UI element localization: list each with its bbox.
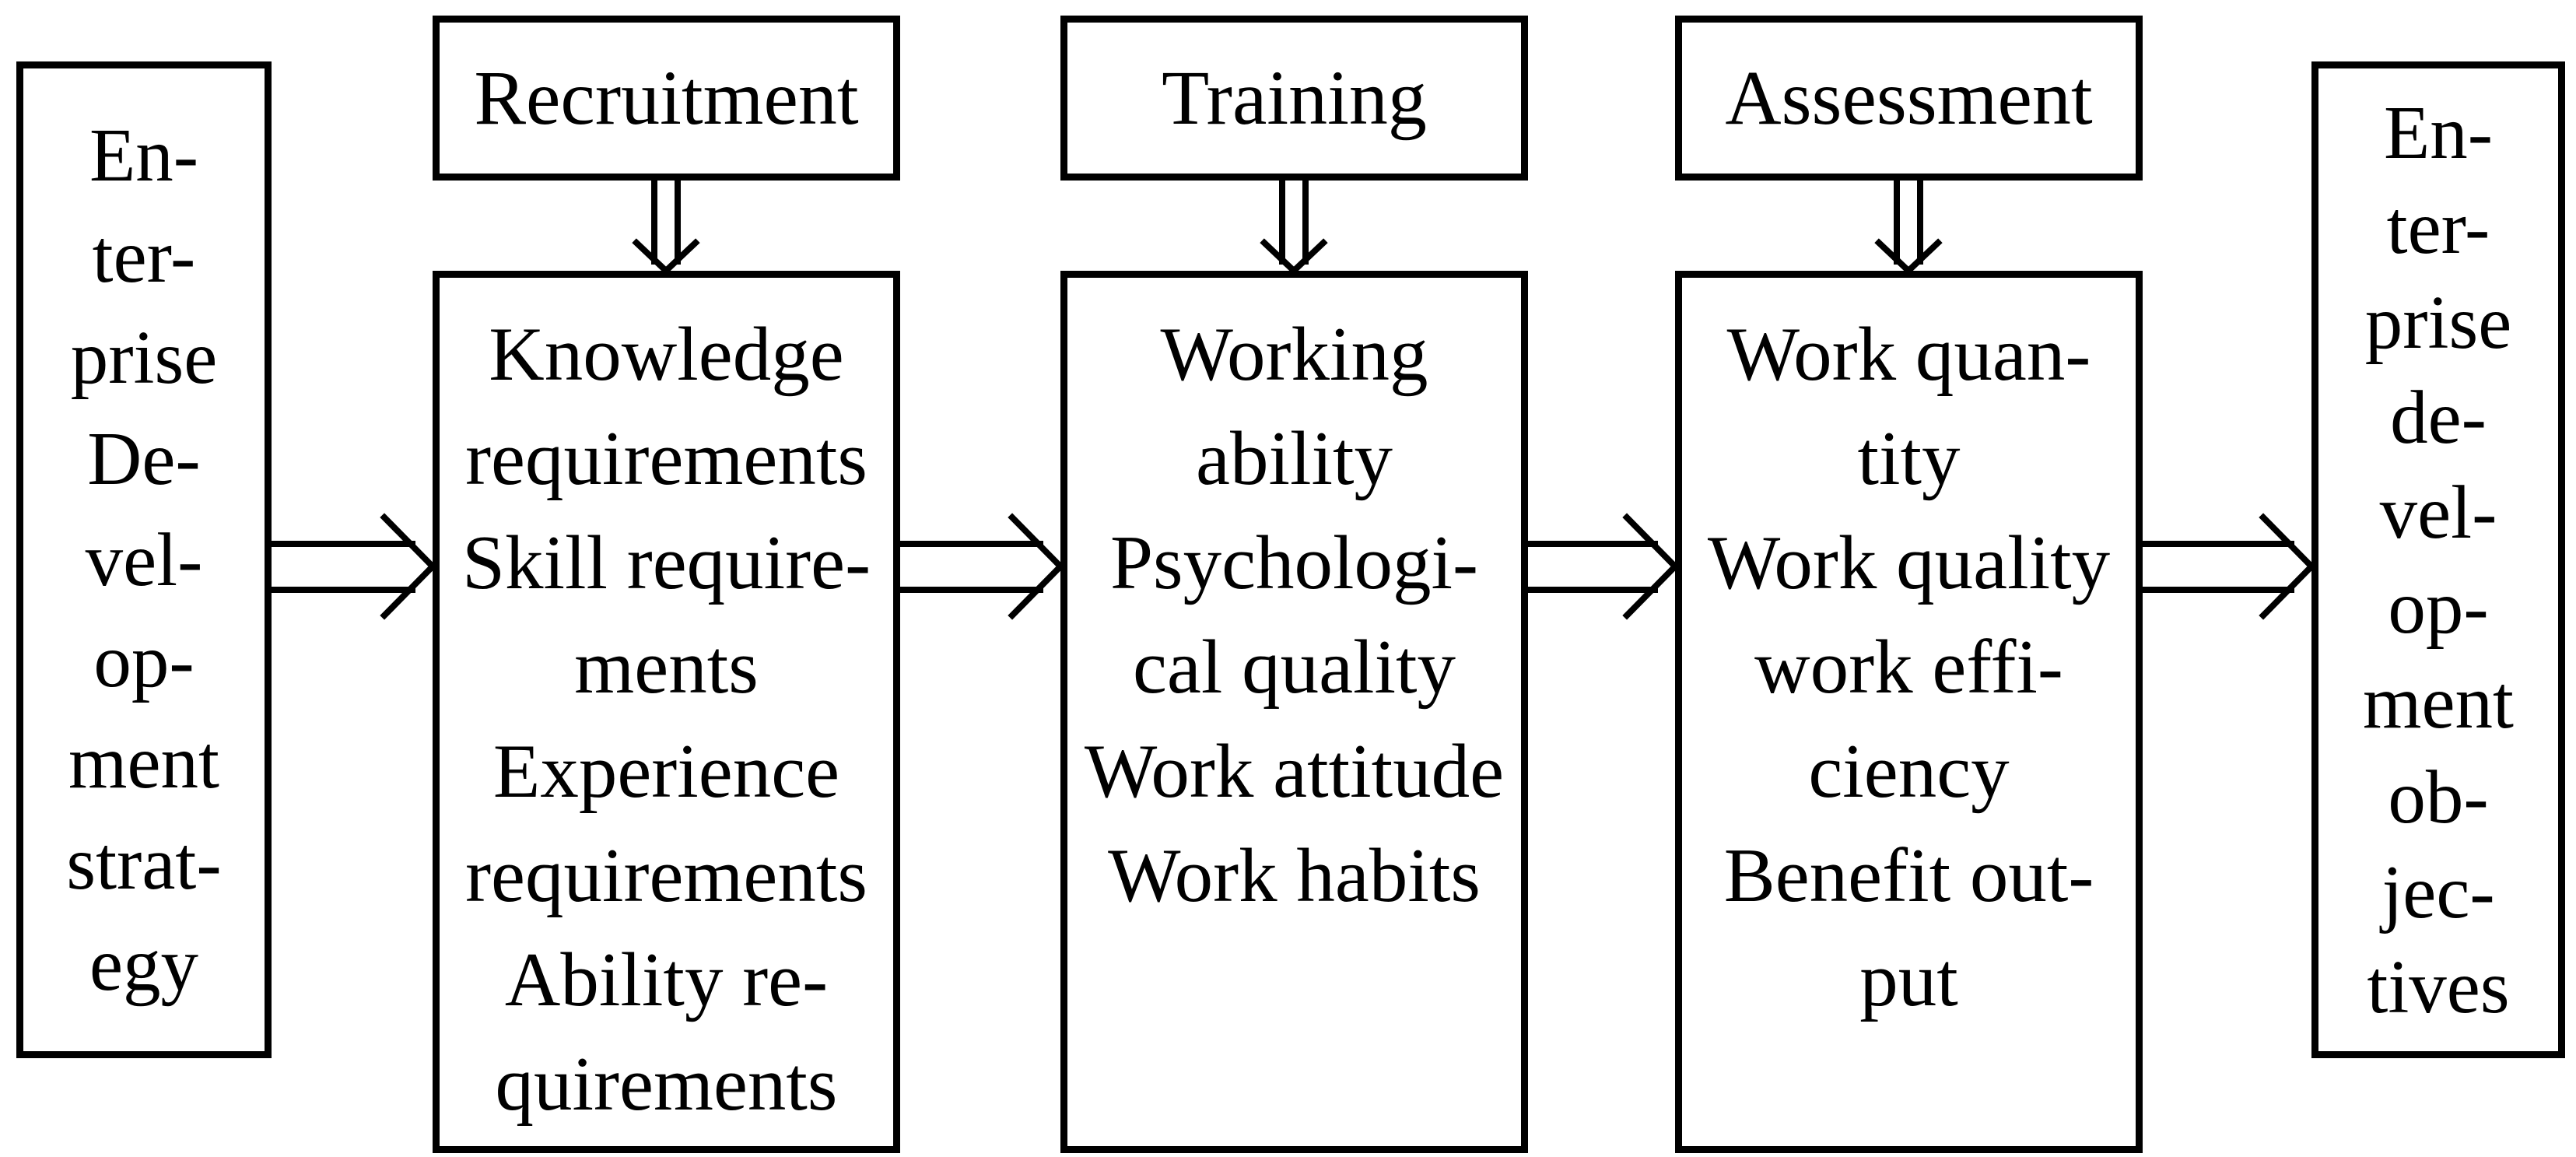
assessment-header-box: Assessment (1675, 16, 2143, 181)
training-header-box: Training (1060, 16, 1528, 181)
box-line: requirements (465, 833, 867, 918)
box-line: tity (1857, 416, 1961, 501)
header-label: Assessment (1725, 54, 2093, 141)
box-line: Experience (492, 729, 840, 814)
arrow-right-icon (897, 513, 1065, 620)
box-line: En- (89, 113, 199, 197)
box-line: op- (2388, 565, 2489, 649)
box-line: Work quality (1707, 521, 2111, 605)
box-line: work effi- (1754, 625, 2063, 710)
enterprise-development-strategy-box: En- ter- prise De- vel- op- ment strat- … (16, 61, 272, 1058)
box-line: ter- (92, 214, 196, 298)
box-line: En- (2383, 90, 2494, 174)
box-line: ciency (1808, 729, 2010, 814)
box-line: de- (2390, 375, 2487, 459)
box-line: requirements (465, 416, 867, 501)
box-line: ment (68, 720, 219, 804)
arrow-right-icon (2140, 513, 2316, 620)
box-line: quirements (495, 1042, 838, 1127)
box-line: vel- (2379, 470, 2497, 554)
box-line: Work quan- (1726, 312, 2091, 397)
box-line: ability (1196, 416, 1393, 501)
box-line: Psychologi- (1109, 521, 1478, 605)
assessment-criteria-box: Work quan- tity Work quality work effi- … (1675, 271, 2143, 1153)
box-line: Work habits (1108, 833, 1481, 918)
arrow-right-icon (1525, 513, 1680, 620)
training-criteria-box: Working ability Psychologi- cal quality … (1060, 271, 1528, 1153)
box-line: ob- (2388, 755, 2489, 839)
box-line: strat- (66, 821, 222, 905)
box-line: vel- (85, 517, 203, 601)
box-line: Ability re- (504, 938, 829, 1022)
box-line: Work attitude (1084, 729, 1505, 814)
box-line: cal quality (1132, 625, 1456, 710)
box-line: Knowledge (489, 312, 844, 397)
box-line: Working (1160, 312, 1428, 397)
header-label: Training (1162, 54, 1427, 141)
box-line: prise (2364, 280, 2512, 364)
arrow-down-icon (632, 177, 700, 275)
box-line: Benefit out- (1723, 833, 2094, 918)
arrow-down-icon (1260, 177, 1328, 275)
box-line: prise (70, 315, 218, 399)
arrow-right-icon (268, 513, 437, 620)
box-line: ment (2363, 660, 2514, 744)
box-line: put (1859, 938, 1958, 1022)
recruitment-criteria-box: Knowledge requirements Skill require- me… (433, 271, 900, 1153)
enterprise-development-objectives-box: En- ter- prise de- vel- op- ment ob- jec… (2311, 61, 2565, 1058)
box-line: jec- (2381, 850, 2495, 934)
box-line: ter- (2386, 185, 2490, 269)
arrow-down-icon (1874, 177, 1943, 275)
header-label: Recruitment (474, 54, 859, 141)
box-line: tives (2367, 945, 2510, 1029)
recruitment-header-box: Recruitment (433, 16, 900, 181)
box-line: ments (574, 625, 759, 710)
box-line: egy (89, 922, 199, 1006)
box-line: op- (93, 619, 195, 703)
box-line: De- (87, 416, 201, 500)
box-line: Skill require- (461, 521, 871, 605)
